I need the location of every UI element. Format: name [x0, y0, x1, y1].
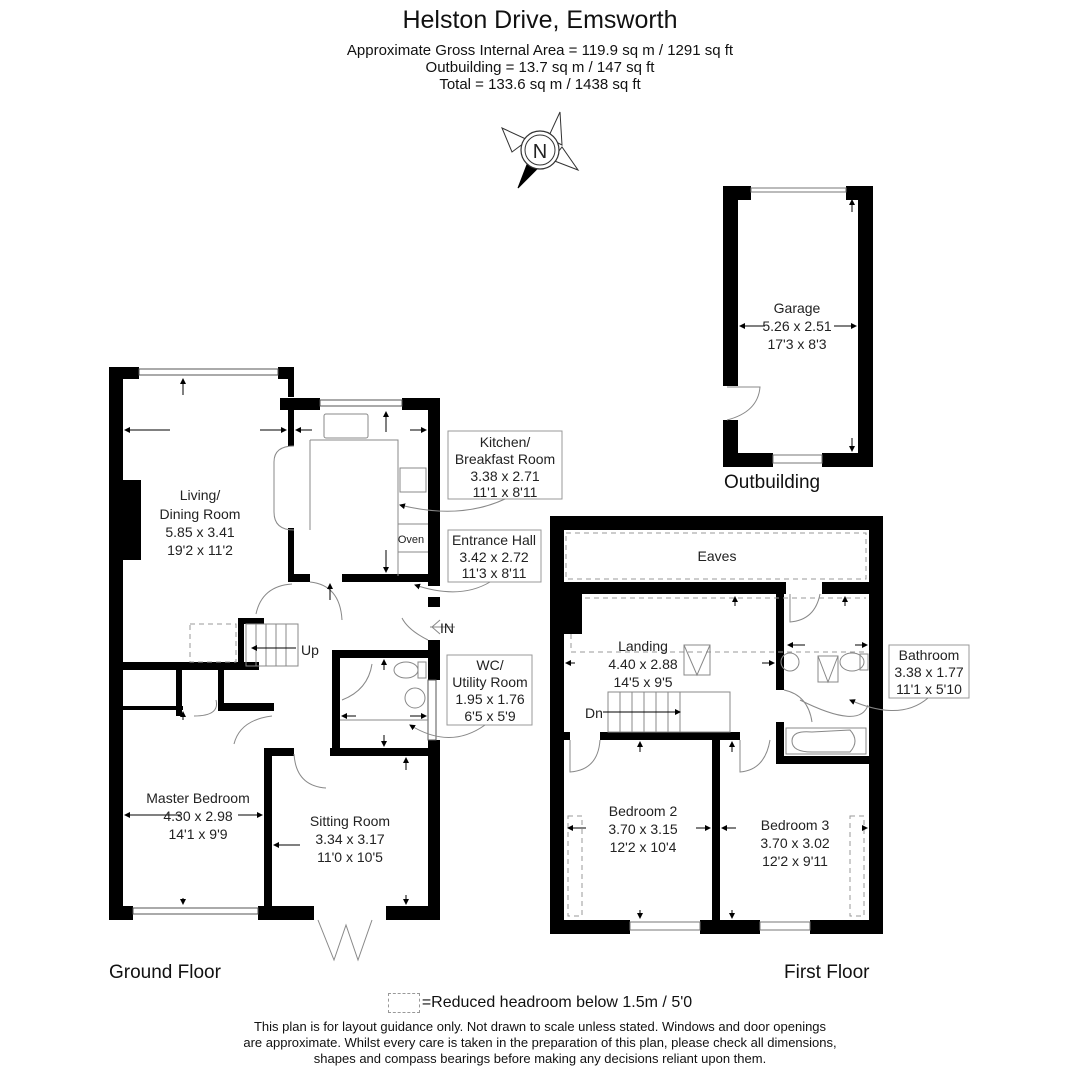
svg-text:19'2 x 11'2: 19'2 x 11'2: [167, 542, 233, 558]
first-floor-label: First Floor: [784, 962, 870, 983]
svg-text:4.30 x 2.98: 4.30 x 2.98: [163, 808, 232, 824]
svg-text:Breakfast Room: Breakfast Room: [455, 451, 555, 467]
compass-rose-icon: N: [501, 111, 580, 189]
svg-text:5.85 x 3.41: 5.85 x 3.41: [165, 524, 234, 540]
svg-text:6'5 x 5'9: 6'5 x 5'9: [464, 708, 515, 724]
svg-text:3.70 x 3.02: 3.70 x 3.02: [760, 835, 829, 851]
stairs-up-label: Up: [301, 642, 319, 658]
svg-text:3.34 x 3.17: 3.34 x 3.17: [315, 831, 384, 847]
room-label-sitting-room: Sitting Room: [310, 813, 390, 829]
room-label-landing: Landing: [618, 638, 668, 654]
room-label-bedroom-2: Bedroom 2: [609, 803, 678, 819]
svg-text:11'3 x 8'11: 11'3 x 8'11: [462, 565, 527, 581]
svg-text:11'0 x 10'5: 11'0 x 10'5: [317, 849, 383, 865]
svg-text:Utility Room: Utility Room: [452, 674, 527, 690]
oven-label: Oven: [398, 534, 424, 546]
dashed-box-icon: [387, 993, 420, 1013]
room-label-kitchen: Kitchen/: [480, 434, 531, 450]
ground-floor-plan: Living/ Dining Room 5.85 x 3.41 19'2 x 1…: [109, 367, 563, 962]
room-label-bedroom-3: Bedroom 3: [761, 817, 830, 833]
svg-text:Dining Room: Dining Room: [160, 506, 241, 522]
svg-text:4.40 x 2.88: 4.40 x 2.88: [608, 656, 677, 672]
total-area-text: Total = 133.6 sq m / 1438 sq ft: [439, 76, 641, 93]
svg-text:3.70 x 3.15: 3.70 x 3.15: [608, 821, 677, 837]
headroom-legend: =Reduced headroom below 1.5m / 5'0: [0, 993, 1080, 1013]
svg-text:14'5 x 9'5: 14'5 x 9'5: [613, 674, 672, 690]
svg-text:3.42 x 2.72: 3.42 x 2.72: [459, 549, 528, 565]
svg-text:17'3 x 8'3: 17'3 x 8'3: [767, 336, 826, 352]
svg-text:11'1 x 8'11: 11'1 x 8'11: [473, 484, 538, 500]
svg-text:12'2 x 9'11: 12'2 x 9'11: [762, 853, 828, 869]
entrance-label: IN: [440, 620, 454, 636]
outbuilding-plan: Garage 5.26 x 2.51 17'3 x 8'3: [723, 186, 873, 467]
stairs-down-label: Dn: [585, 705, 603, 721]
svg-text:3.38 x 2.71: 3.38 x 2.71: [470, 468, 539, 484]
room-label-wc-utility: WC/: [476, 657, 503, 673]
svg-text:5.26 x 2.51: 5.26 x 2.51: [762, 318, 831, 334]
svg-text:N: N: [533, 141, 547, 163]
svg-text:1.95 x 1.76: 1.95 x 1.76: [455, 691, 524, 707]
first-floor-plan: Eaves Landing 4.40 x 2.88 14'5 x 9'5 Dn …: [550, 516, 970, 934]
room-label-eaves: Eaves: [698, 548, 737, 564]
disclaimer: This plan is for layout guidance only. N…: [243, 1019, 837, 1066]
outbuilding-area-text: Outbuilding = 13.7 sq m / 147 sq ft: [425, 59, 655, 76]
room-label-entrance-hall: Entrance Hall: [452, 532, 536, 548]
svg-text:11'1 x 5'10: 11'1 x 5'10: [896, 681, 962, 697]
room-label-garage: Garage: [774, 300, 821, 316]
gross-area-text: Approximate Gross Internal Area = 119.9 …: [346, 42, 734, 59]
svg-text:3.38 x 1.77: 3.38 x 1.77: [894, 664, 963, 680]
svg-text:14'1 x 9'9: 14'1 x 9'9: [168, 826, 227, 842]
svg-text:12'2 x 10'4: 12'2 x 10'4: [610, 839, 677, 855]
ground-floor-label: Ground Floor: [109, 962, 221, 983]
plan-title: Helston Drive, Emsworth: [402, 6, 678, 34]
room-label-master-bedroom: Master Bedroom: [146, 790, 249, 806]
room-label-bathroom: Bathroom: [899, 647, 960, 663]
room-label-living-dining: Living/: [180, 487, 221, 503]
outbuilding-label: Outbuilding: [724, 472, 821, 493]
